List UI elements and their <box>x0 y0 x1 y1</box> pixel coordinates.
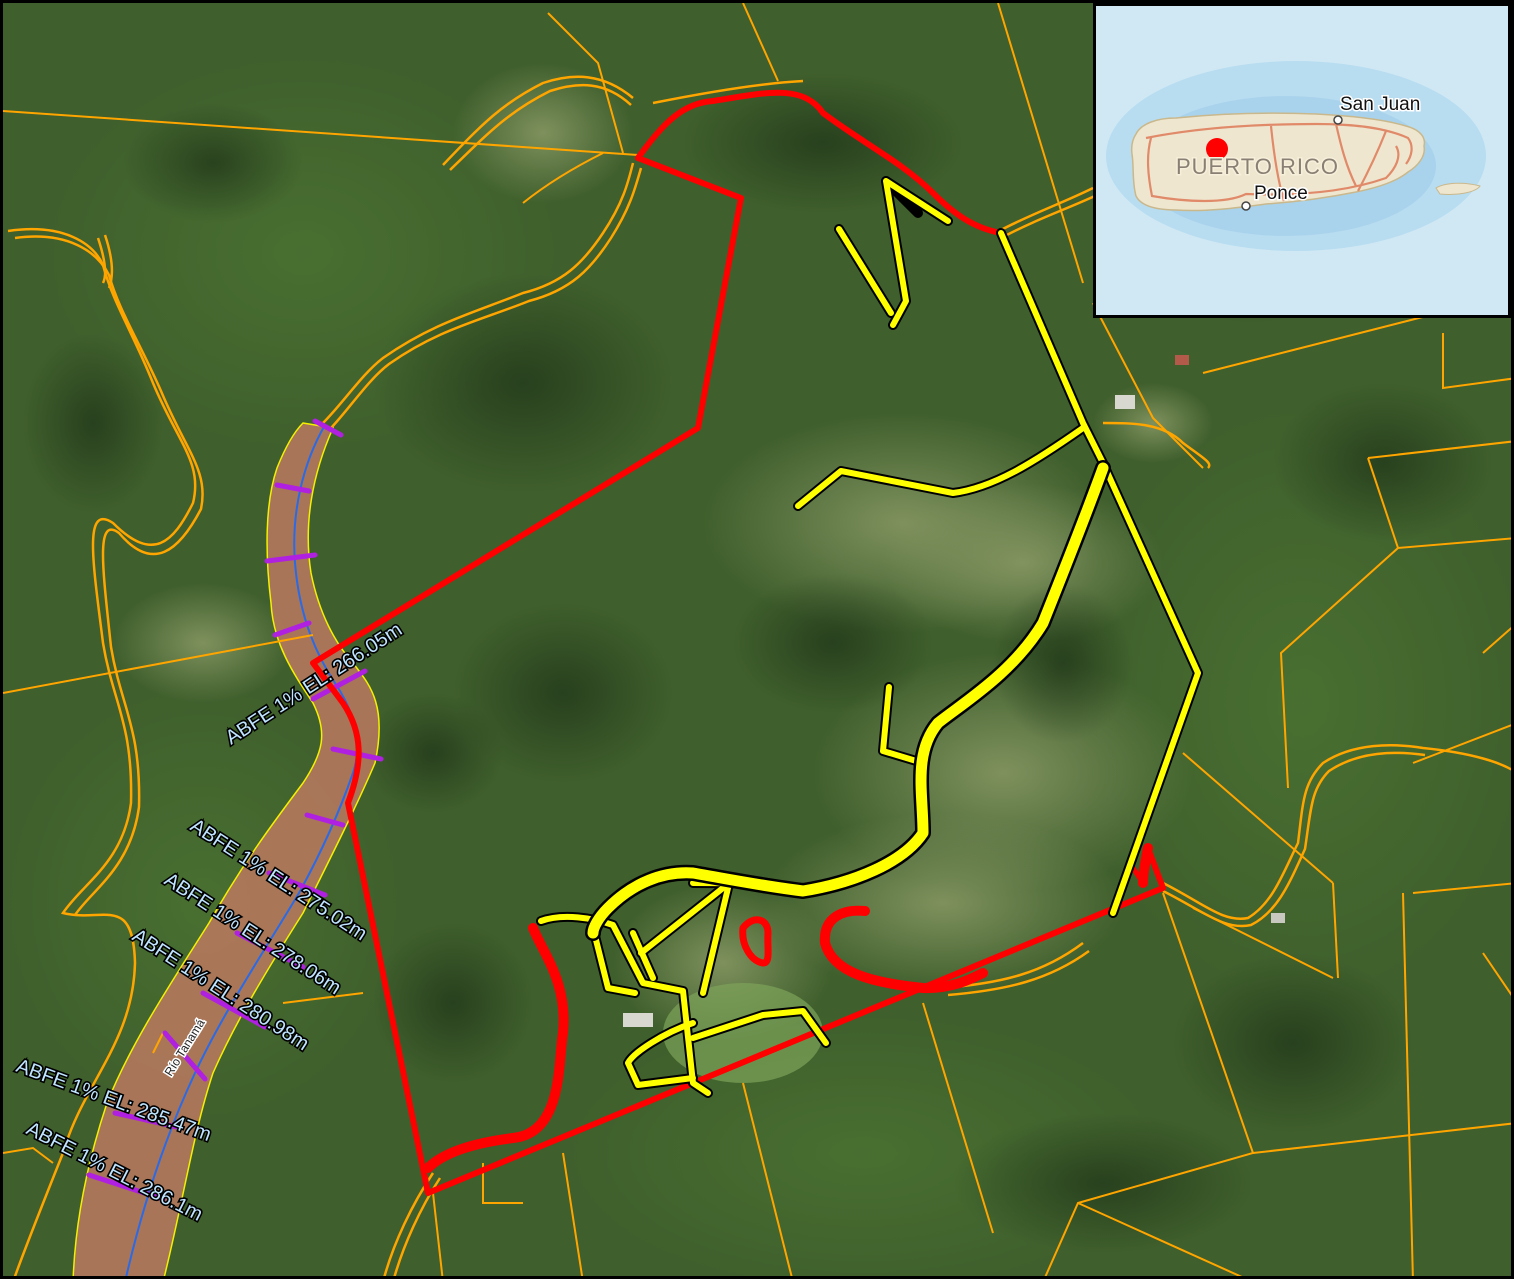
red-dot-icon <box>1206 138 1228 160</box>
locator-inset-map: San Juan Ponce PUERTO RICO <box>1093 3 1511 318</box>
site-roads <box>536 176 1203 1098</box>
stream-centerline <box>125 424 359 1276</box>
city-circle-icon <box>1241 201 1251 211</box>
city-circle-icon <box>1333 115 1343 125</box>
puerto-rico-island <box>1130 112 1426 212</box>
country-label: PUERTO RICO <box>1176 154 1339 179</box>
city-label-ponce: Ponce <box>1254 183 1308 204</box>
city-label-san-juan: San Juan <box>1340 94 1420 115</box>
inset-canvas: San Juan Ponce PUERTO RICO <box>1096 6 1508 315</box>
